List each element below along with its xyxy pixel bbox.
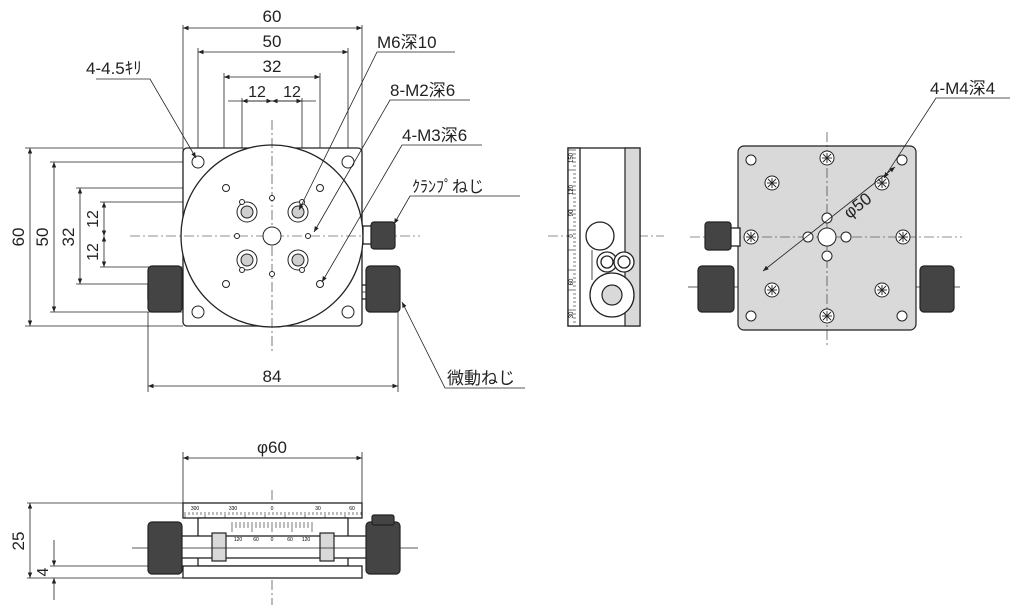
front-scale-top-30: 30: [315, 506, 321, 512]
front-view: φ60 25 4 300 330 0 30 60 120 60 0 60 120: [9, 438, 418, 605]
front-knob-right: [365, 521, 401, 575]
dim-height-12b: 12: [85, 243, 102, 261]
side-view: 150 120 90 0 60 30: [548, 147, 664, 327]
callout-clamp: ｸﾗﾝﾌﾟねじ: [412, 178, 484, 196]
front-scale-top-330: 330: [229, 506, 238, 512]
bottom-fine-knob-right: [919, 265, 955, 313]
front-scale-top-60: 60: [349, 506, 355, 512]
dim-height-inner: 32: [59, 228, 78, 247]
callout-fine: 微動ねじ: [447, 369, 515, 388]
side-scale-label-120: 120: [569, 184, 575, 195]
dim-height-mid: 50: [33, 228, 52, 247]
dim-overall: 84: [263, 367, 282, 386]
front-scale-bottom-120a: 120: [234, 537, 243, 543]
clamp-knob: [370, 221, 396, 250]
dim-height-base: 4: [35, 567, 52, 576]
front-scale-bottom-120b: 120: [302, 537, 311, 543]
side-scale-label-0: 0: [569, 234, 575, 238]
dim-width-inner: 32: [263, 57, 282, 76]
fine-knob-right: [365, 265, 401, 313]
dim-height-outer: 60: [9, 228, 28, 247]
bottom-view: φ50 4-M4深4: [688, 79, 1010, 348]
dim-height-12a: 12: [85, 210, 102, 228]
front-scale-bottom-60a: 60: [253, 537, 259, 543]
front-scale: [184, 512, 362, 532]
callout-through-holes: 4-4.5ｷﾘ: [86, 59, 142, 78]
side-scale-label-150: 150: [569, 152, 575, 163]
callout-m2: 8-M2深6: [390, 81, 455, 100]
dim-height-total: 25: [9, 532, 28, 551]
front-knob-left: [147, 521, 183, 575]
callout-m4: 4-M4深4: [930, 79, 995, 98]
side-scale-label-90: 90: [569, 209, 575, 216]
side-scale: [568, 149, 576, 327]
side-scale-label-30: 30: [569, 311, 575, 318]
fine-knob-left: [147, 265, 183, 313]
dim-width-12b: 12: [283, 84, 301, 101]
dim-width-12a: 12: [248, 84, 266, 101]
front-scale-top-300: 300: [191, 506, 200, 512]
top-view: 60 50 32 12 12 60 50 32 12 12: [9, 7, 525, 392]
bottom-clamp-knob: [704, 221, 732, 251]
dim-width-outer: 60: [263, 7, 282, 26]
dim-width-mid: 50: [263, 32, 282, 51]
front-scale-top-0: 0: [271, 506, 274, 512]
front-scale-bottom-60b: 60: [287, 537, 293, 543]
callout-m6: M6深10: [377, 33, 437, 52]
callout-m3: 4-M3深6: [402, 126, 467, 145]
side-scale-label-60: 60: [569, 278, 575, 285]
front-scale-bottom-0: 0: [271, 537, 274, 543]
dim-diameter: φ60: [257, 438, 287, 457]
bottom-fine-knob-left: [697, 265, 735, 313]
